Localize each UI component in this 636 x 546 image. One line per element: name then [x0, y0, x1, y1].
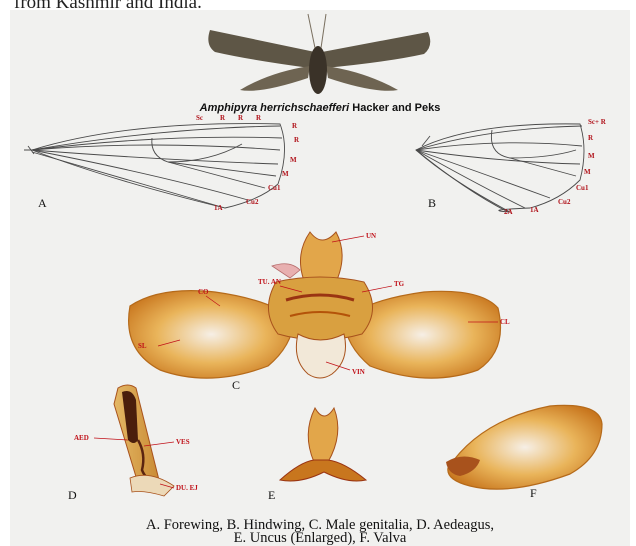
vein-label-cu1: Cu1: [268, 184, 280, 192]
species-authors: Hacker and Peks: [349, 102, 440, 114]
male-genitalia-image: [129, 232, 501, 378]
panel-letter-a: A: [38, 196, 47, 211]
vein-label-sc: Sc: [196, 114, 203, 122]
label-un: UN: [366, 232, 376, 240]
uncus-image: [280, 408, 366, 481]
hw-vein-label-m2: M: [584, 168, 591, 176]
hw-vein-label-1a: 1A: [530, 206, 539, 214]
forewing-drawing: [24, 124, 285, 208]
vein-label-r2: R: [238, 114, 243, 122]
vein-label-m2: M: [282, 170, 289, 178]
hw-vein-label-rs: R: [588, 134, 593, 142]
species-binomial: Amphipyra herrichschaefferi: [200, 102, 350, 114]
valva-image: [446, 405, 602, 489]
label-co: CO: [198, 288, 209, 296]
label-aed: AED: [74, 434, 89, 442]
label-vin: VIN: [352, 368, 365, 376]
figure-drawings: [10, 10, 630, 546]
panel-letter-c: C: [232, 378, 240, 393]
hw-vein-label-cu1: Cu1: [576, 184, 588, 192]
vein-label-m1: M: [290, 156, 297, 164]
label-cl: CL: [500, 318, 510, 326]
hw-vein-label-cu2: Cu2: [558, 198, 570, 206]
moth-image: [208, 14, 430, 94]
panel-letter-e: E: [268, 488, 275, 503]
aedeagus-image: [94, 385, 174, 496]
vein-label-r4: R: [292, 122, 297, 130]
panel-letter-d: D: [68, 488, 77, 503]
vein-label-1a: 1A: [214, 204, 223, 212]
vein-label-r1: R: [220, 114, 225, 122]
species-name: Amphipyra herrichschaefferi Hacker and P…: [10, 102, 630, 114]
label-tg: TG: [394, 280, 404, 288]
hw-vein-label-scr: Sc+ R: [588, 118, 606, 126]
label-tu-an: TU. AN: [258, 278, 281, 286]
figure-plate: Amphipyra herrichschaefferi Hacker and P…: [10, 10, 630, 546]
hw-vein-label-2a: 2A: [504, 208, 513, 216]
panel-letter-b: B: [428, 196, 436, 211]
vein-label-cu2: Cu2: [246, 198, 258, 206]
label-ves: VES: [176, 438, 190, 446]
label-sl: SL: [138, 342, 147, 350]
vein-label-r5: R: [294, 136, 299, 144]
figure-caption: A. Forewing, B. Hindwing, C. Male genita…: [10, 519, 630, 545]
vein-label-r3: R: [256, 114, 261, 122]
hw-vein-label-m1: M: [588, 152, 595, 160]
label-du-ej: DU. EJ: [176, 484, 198, 492]
panel-letter-f: F: [530, 486, 537, 501]
caption-line-2: E. Uncus (Enlarged), F. Valva: [10, 532, 630, 545]
